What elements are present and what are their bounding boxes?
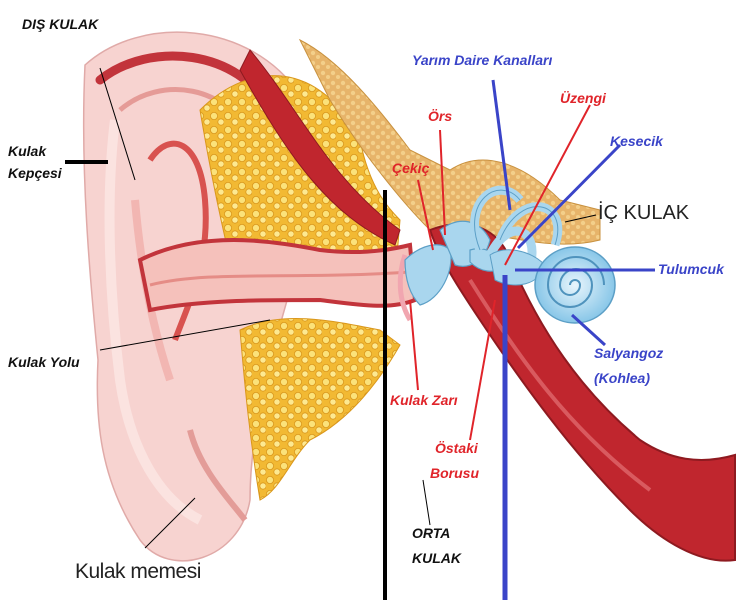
label-yarim-daire-kanallari: Yarım Daire Kanalları [412, 52, 553, 68]
label-uzengi: Üzengi [560, 90, 606, 106]
muscle-band [239, 49, 401, 246]
label-ostaki-line1: Östaki [435, 440, 478, 456]
eardrum [397, 254, 413, 322]
label-kulak-kepcesi-line2: Kepçesi [8, 165, 62, 181]
label-ors: Örs [428, 108, 453, 124]
label-kulak-memesi: Kulak memesi [75, 560, 201, 583]
semicircular-canals-outline [474, 189, 559, 251]
label-salyangoz-line2: (Kohlea) [594, 370, 650, 386]
label-kesecik: Kesecik [610, 133, 663, 149]
label-orta-kulak-line1: ORTA [412, 525, 451, 541]
cochlea [534, 246, 616, 324]
label-orta-kulak-line2: KULAK [412, 550, 461, 566]
label-ic-kulak: İÇ KULAK [598, 202, 690, 224]
leader-lines [65, 67, 655, 600]
label-salyangoz-line1: Salyangoz [594, 345, 664, 361]
label-ostaki-line2: Borusu [430, 465, 479, 481]
label-dis-kulak: DIŞ KULAK [22, 16, 99, 32]
label-kulak-zari: Kulak Zarı [390, 392, 458, 408]
label-tulumcuk: Tulumcuk [658, 261, 724, 277]
label-cekic: Çekiç [392, 160, 430, 176]
label-kulak-yolu: Kulak Yolu [8, 354, 80, 370]
label-kulak-kepcesi-line1: Kulak [8, 143, 47, 159]
